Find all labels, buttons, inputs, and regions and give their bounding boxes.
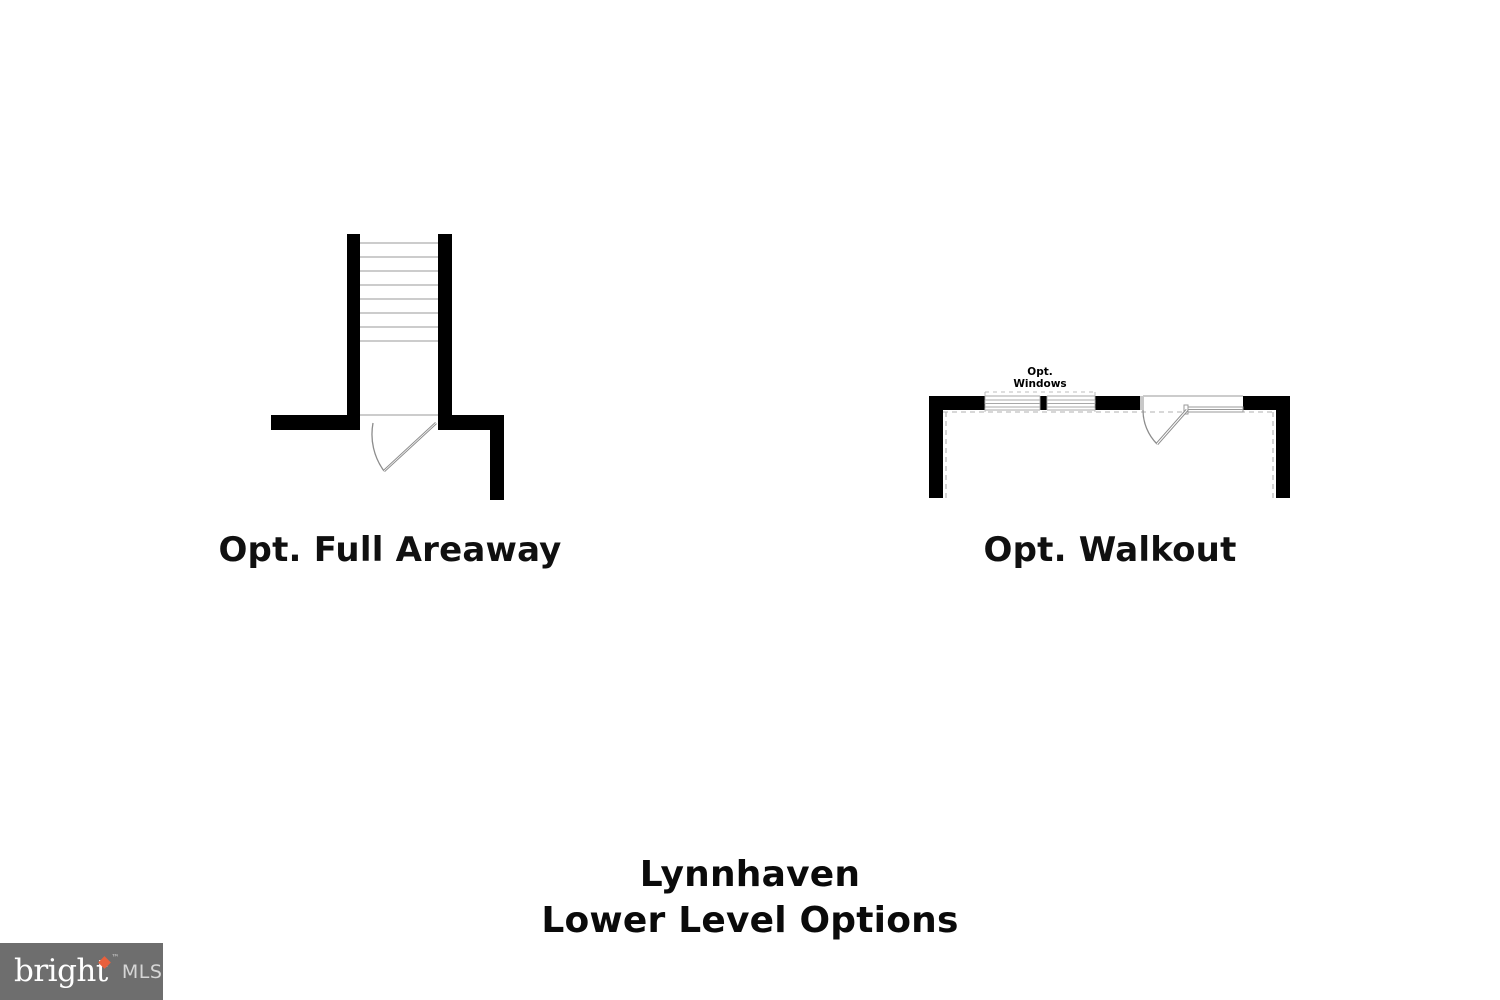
- walkout-window-left: [984, 395, 1041, 411]
- watermark-brand-text: bright ™: [14, 953, 119, 989]
- walkout-top-wall-segment-3: [1243, 396, 1290, 410]
- option-label-full-areaway: Opt. Full Areaway: [218, 530, 562, 570]
- watermark-brand-label: bright: [14, 953, 108, 989]
- walkout-window-right: [1046, 395, 1096, 411]
- walkout-dashed-window-extents: [984, 391, 1096, 412]
- walkout-left-wall: [929, 396, 943, 498]
- walkout-diagram: [929, 391, 1290, 498]
- walkout-door-swing-arc: [1142, 409, 1158, 445]
- opt-windows-line2: Windows: [1013, 378, 1067, 390]
- option-label-walkout: Opt. Walkout: [983, 530, 1237, 570]
- areaway-door-leaf-inner: [383, 422, 437, 472]
- page-title: Lynnhaven Lower Level Options: [0, 852, 1500, 944]
- opt-windows-line1: Opt.: [1027, 366, 1053, 378]
- areaway-right-wall: [438, 234, 452, 420]
- areaway-door: [371, 422, 437, 472]
- walkout-door: [1142, 409, 1189, 445]
- areaway-foundation-wall-right: [438, 415, 504, 430]
- page-title-line2: Lower Level Options: [541, 900, 959, 941]
- areaway-diagram: [271, 234, 504, 500]
- walkout-window-mullion: [1040, 396, 1047, 410]
- stair-treads: [360, 242, 438, 342]
- areaway-return-wall: [490, 415, 504, 500]
- walkout-door-leaf-inner: [1156, 409, 1188, 445]
- areaway-door-opening: [360, 415, 438, 430]
- areaway-door-swing-arc: [371, 422, 385, 472]
- walkout-right-wall: [1276, 396, 1290, 498]
- walkout-top-wall-segment-1: [929, 396, 985, 410]
- areaway-left-wall: [347, 234, 360, 420]
- walkout-sidelight-panel: [1183, 404, 1244, 415]
- watermark-suffix-text: MLS: [121, 960, 163, 983]
- walkout-top-wall-segment-2: [1095, 396, 1143, 410]
- walkout-dashed-outline: [943, 411, 1276, 498]
- areaway-foundation-wall-left: [271, 415, 360, 430]
- opt-windows-annotation: Opt. Windows: [975, 366, 1105, 390]
- page-title-line1: Lynnhaven: [639, 854, 861, 895]
- bright-mls-watermark: bright ™ MLS: [0, 943, 163, 1000]
- trademark-icon: ™: [111, 953, 119, 962]
- walkout-door-jamb: [1140, 396, 1144, 410]
